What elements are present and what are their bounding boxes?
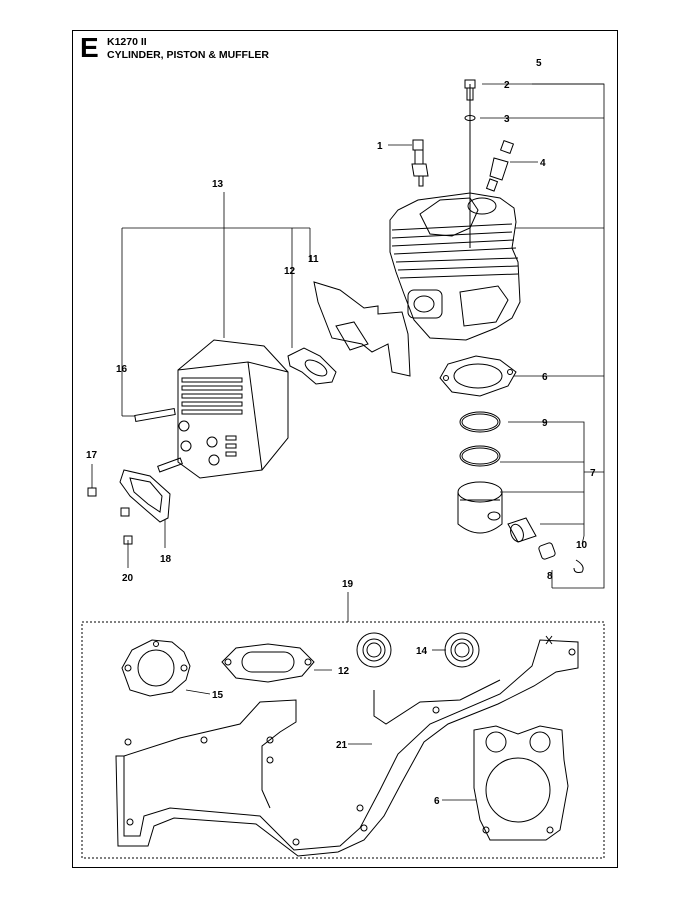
- callout-kit-6: 6: [434, 796, 440, 807]
- piston-ring-lower: [459, 445, 501, 467]
- leader-lines: [91, 83, 605, 622]
- cylinder-gasket-6: [439, 355, 517, 397]
- section-letter: E: [80, 32, 99, 63]
- piston-ring-upper: [459, 411, 501, 433]
- piston-pin: [507, 517, 537, 543]
- callout-kit-12: 12: [338, 666, 350, 677]
- cylinder-base-gasket-6: [473, 725, 569, 841]
- callout-17: 17: [86, 450, 98, 461]
- cylinder: [389, 84, 521, 341]
- callout-21: 21: [336, 740, 348, 751]
- heat-shield-11: [313, 281, 411, 377]
- callout-13: 13: [212, 179, 224, 190]
- diagram-title: CYLINDER, PISTON & MUFFLER: [107, 49, 269, 61]
- callout-16: 16: [116, 364, 128, 375]
- callout-8: 8: [547, 571, 553, 582]
- piston: [457, 481, 503, 534]
- callout-12: 12: [284, 266, 296, 277]
- spark-plug-1: [411, 139, 429, 187]
- diagram-frame: [72, 30, 618, 868]
- callout-2: 2: [504, 80, 510, 91]
- callout-5: 5: [536, 58, 542, 69]
- spark-plug-4: [485, 139, 515, 192]
- callout-3: 3: [504, 114, 510, 125]
- callout-18: 18: [160, 554, 172, 565]
- callout-1: 1: [377, 141, 383, 152]
- callout-11: 11: [308, 254, 319, 265]
- muffler-gasket-12: [287, 347, 337, 385]
- muffler-bracket-18: [119, 469, 171, 523]
- callout-14: 14: [416, 646, 428, 657]
- callout-6: 6: [542, 372, 548, 383]
- callout-20: 20: [122, 573, 134, 584]
- callout-19: 19: [342, 579, 354, 590]
- callout-7: 7: [590, 468, 596, 479]
- crankcase-gasket-21: [115, 635, 579, 857]
- model-name: K1270 II: [107, 36, 147, 48]
- callout-10: 10: [576, 540, 588, 551]
- muffler-bolts: [87, 407, 183, 545]
- gasket-12-kit: [221, 643, 315, 683]
- needle-bearing-10: [538, 542, 556, 560]
- muffler-13: [177, 339, 289, 479]
- seal-14: [444, 632, 480, 668]
- gasket-15: [121, 639, 191, 697]
- seal-left: [356, 632, 392, 668]
- washer-3: [464, 115, 476, 121]
- circlip-8: [573, 559, 584, 573]
- bolt-2: [464, 79, 476, 101]
- gasket-kit-box: [81, 621, 605, 859]
- callout-9: 9: [542, 418, 548, 429]
- callout-15: 15: [212, 690, 224, 701]
- callout-4: 4: [540, 158, 546, 169]
